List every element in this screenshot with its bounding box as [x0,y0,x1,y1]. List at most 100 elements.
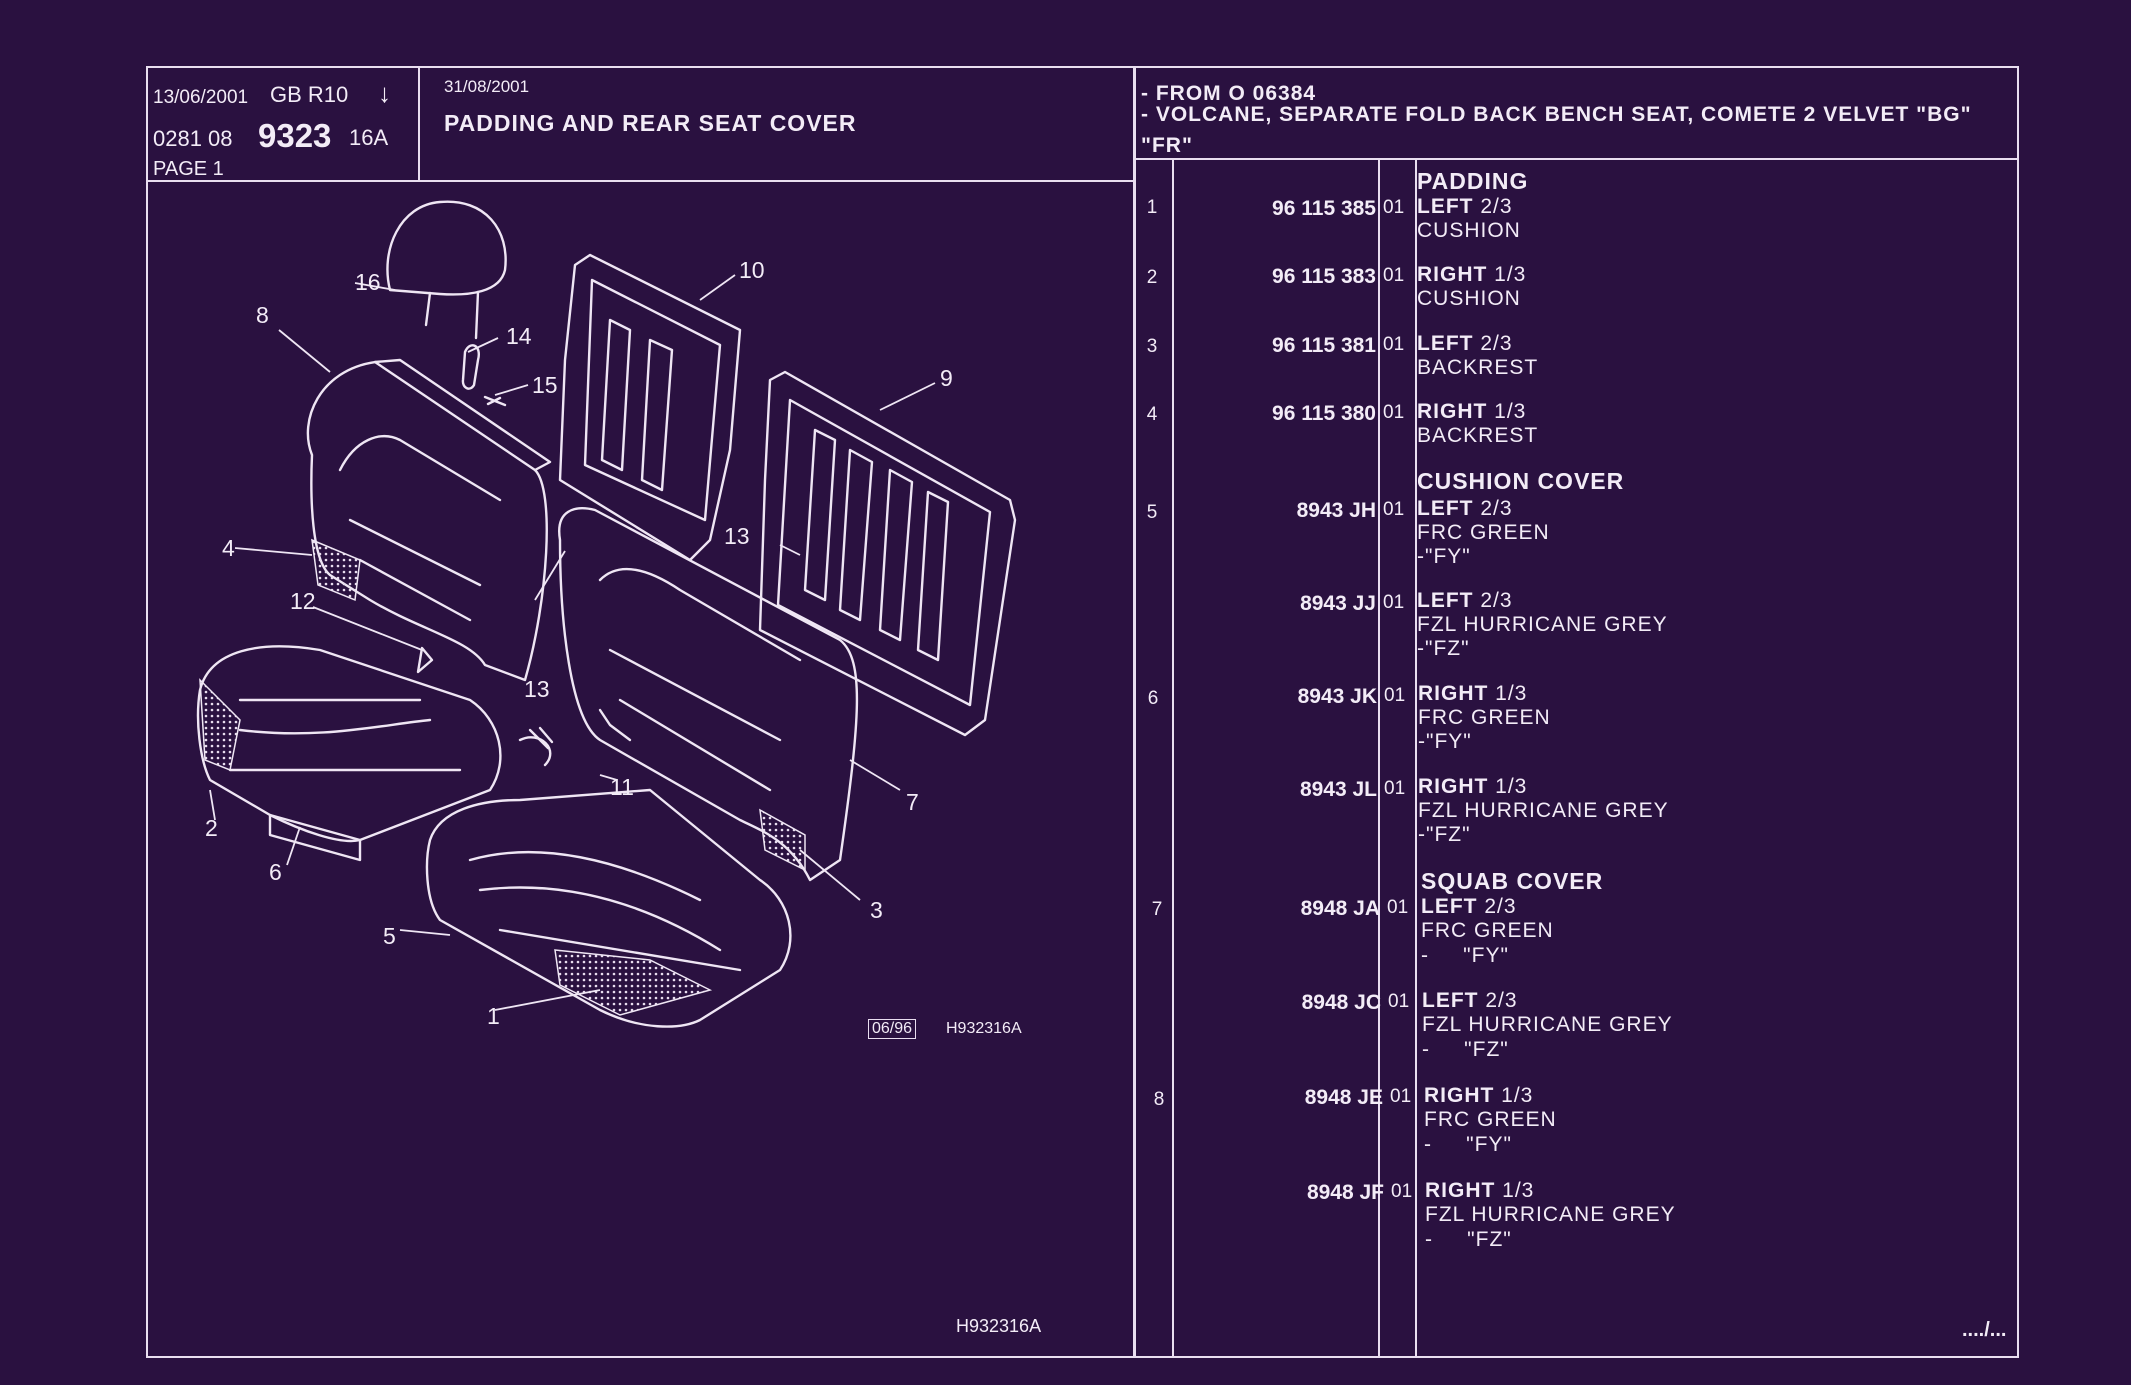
desc-line-1: RIGHT 1/3 [1417,401,1526,422]
desc-side: LEFT [1417,195,1474,218]
callout-6: 6 [269,859,282,885]
section-title-cushion-cover: CUSHION COVER [1417,468,1625,494]
part-reference: 96 115 383 [1272,265,1376,288]
desc-fraction: 1/3 [1495,682,1528,705]
drawing-stamp-date: 06/96 [868,1019,917,1039]
row-number: 2 [1146,267,1158,288]
desc-line-2: FRC GREEN [1417,521,1550,544]
left-frame-shape [558,253,742,562]
part-reference: 8943 JJ [1300,592,1376,615]
desc-line-3: -"FZ" [1417,637,1470,660]
header-date-revised: 31/08/2001 [444,77,530,96]
part-reference: 8943 JK [1297,685,1377,708]
desc-line-2: CUSHION [1417,287,1521,310]
desc-fraction: 1/3 [1494,400,1527,423]
desc-fraction: 1/3 [1501,1084,1534,1107]
desc-side: LEFT [1417,589,1474,612]
right-cushion-shape [425,788,792,1028]
section-title-padding: PADDING [1417,168,1529,194]
desc-line-2: FZL HURRICANE GREY [1417,613,1668,636]
header-note-line-1: - FROM O 06384 [1141,82,1317,105]
desc-side: LEFT [1422,989,1479,1012]
callout-7: 7 [906,789,919,815]
callout-3: 3 [870,897,883,923]
desc-fraction: 2/3 [1480,497,1513,520]
part-reference: 8948 JE [1304,1086,1383,1109]
quantity: 01 [1384,685,1406,706]
desc-line-1: LEFT 2/3 [1417,498,1513,519]
callout-13-b: 13 [524,676,550,702]
callout-11: 11 [610,774,634,800]
desc-line-3: - "FY" [1424,1133,1512,1156]
section-title-squab-cover: SQUAB COVER [1421,868,1604,894]
quantity: 01 [1390,1086,1412,1107]
header-divider-1 [418,66,420,182]
part-reference: 8943 JH [1296,499,1376,522]
continuation-marker: ..../... [1962,1319,2007,1341]
part-reference: 8948 JA [1300,897,1380,920]
header-note-line-2: - VOLCANE, SEPARATE FOLD BACK BENCH SEAT… [1141,103,1972,126]
desc-line-3: -"FZ" [1418,823,1471,846]
callout-15: 15 [532,372,558,398]
desc-line-1: LEFT 2/3 [1417,590,1513,611]
row-number: 8 [1153,1089,1165,1110]
desc-line-2: FZL HURRICANE GREY [1425,1203,1676,1226]
header-code-prefix: 0281 08 [153,126,233,151]
desc-line-1: RIGHT 1/3 [1418,683,1527,704]
left-cushion-shape [196,645,502,843]
desc-line-2: FRC GREEN [1418,706,1551,729]
headrest-shape [386,200,507,296]
quantity: 01 [1383,592,1405,613]
callout-13-a: 13 [724,523,750,549]
table-col-desc [1415,158,1417,1358]
desc-line-1: RIGHT 1/3 [1417,264,1526,285]
part-reference: 96 115 380 [1272,402,1376,425]
desc-fraction: 1/3 [1494,263,1527,286]
desc-fraction: 2/3 [1484,895,1517,918]
desc-line-1: LEFT 2/3 [1417,333,1513,354]
header-divider-2 [1133,66,1136,1358]
desc-line-2: FRC GREEN [1421,919,1554,942]
part-reference: 96 115 385 [1272,197,1376,220]
part-reference: 8943 JL [1299,778,1377,801]
part-reference: 8948 JC [1301,991,1381,1014]
seat-exploded-drawing [196,200,1017,1028]
table-col-qty [1378,158,1380,1358]
desc-line-3: -"FY" [1417,545,1471,568]
quantity: 01 [1383,197,1405,218]
desc-line-2: BACKREST [1417,424,1539,447]
desc-line-1: RIGHT 1/3 [1424,1085,1533,1106]
desc-line-3: - "FZ" [1425,1228,1512,1251]
callout-14: 14 [506,323,532,349]
page-title: PADDING AND REAR SEAT COVER [444,110,857,136]
desc-line-1: RIGHT 1/3 [1418,776,1527,797]
quantity: 01 [1383,265,1405,286]
desc-side: LEFT [1417,332,1474,355]
desc-side: RIGHT [1418,775,1489,798]
desc-line-3: - "FY" [1421,944,1509,967]
desc-line-3: - "FZ" [1422,1038,1509,1061]
row-number: 1 [1146,197,1158,218]
header-page: PAGE 1 [153,158,224,180]
header-note-line-3: "FR" [1141,134,1193,157]
callout-8: 8 [256,302,269,328]
desc-line-1: LEFT 2/3 [1422,990,1518,1011]
part-reference: 96 115 381 [1272,334,1376,357]
callout-1: 1 [487,1003,500,1029]
right-frame-shape [758,370,1017,737]
table-col-num [1172,158,1174,1358]
desc-side: RIGHT [1424,1084,1495,1107]
quantity: 01 [1383,499,1405,520]
quantity: 01 [1383,334,1405,355]
desc-side: RIGHT [1417,263,1488,286]
callout-4: 4 [222,535,235,561]
desc-line-1: LEFT 2/3 [1421,896,1517,917]
desc-fraction: 2/3 [1485,989,1518,1012]
row-number: 6 [1147,688,1159,709]
callout-10: 10 [739,257,765,283]
header-bottom-left-rule [146,180,1136,182]
part-reference: 8948 JF [1306,1181,1384,1204]
desc-side: LEFT [1417,497,1474,520]
quantity: 01 [1388,991,1410,1012]
left-backrest-shape [306,360,548,682]
